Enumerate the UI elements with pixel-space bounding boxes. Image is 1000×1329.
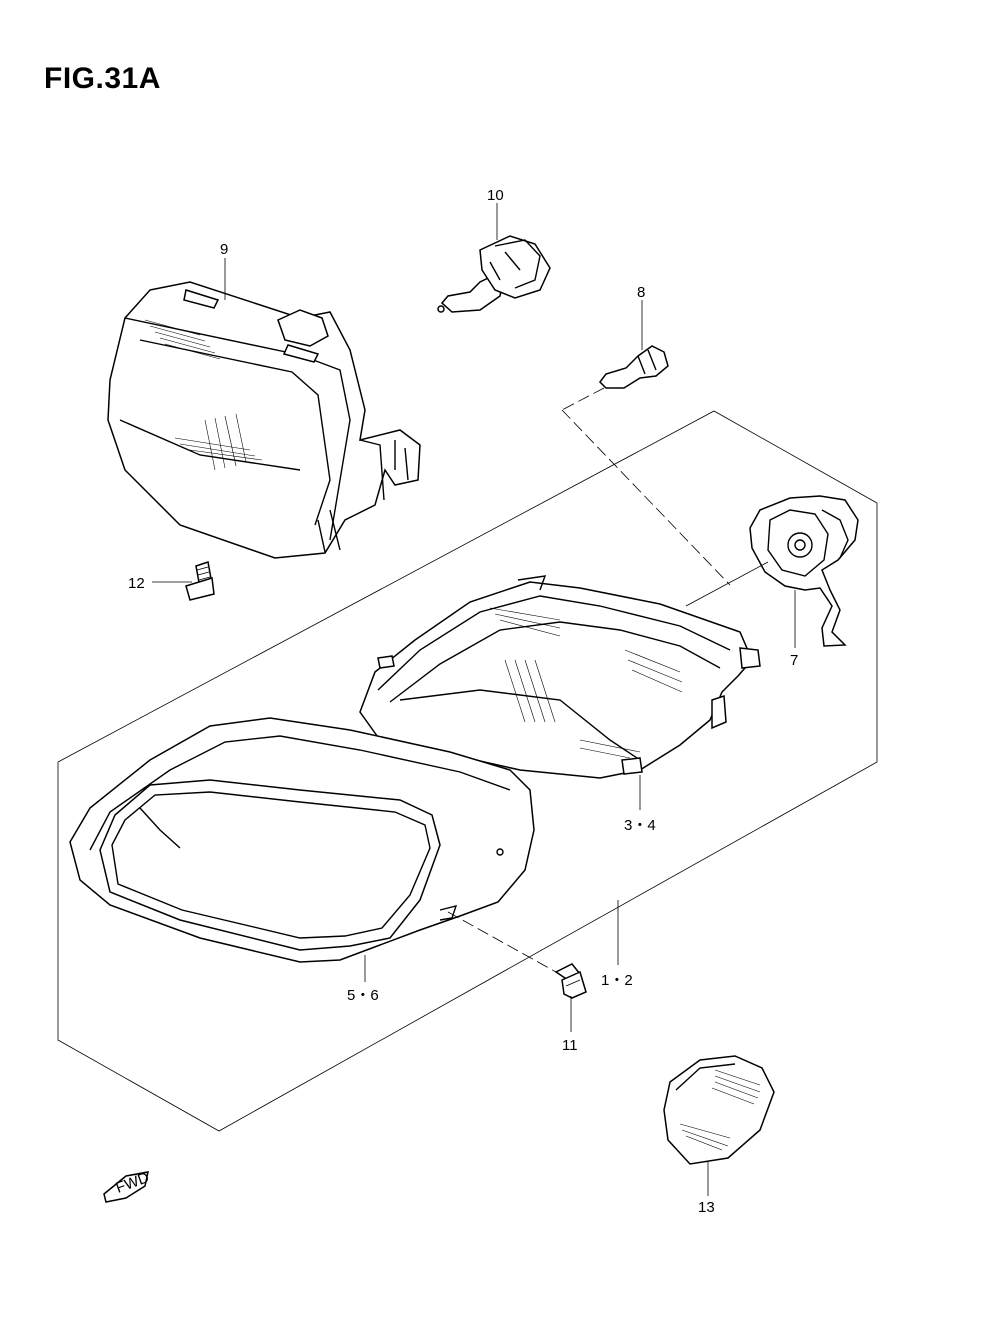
callout-headlight-unit: 9 — [220, 241, 228, 258]
part-reflector[interactable] — [663, 1055, 775, 1165]
part-position-bulb[interactable] — [599, 345, 669, 389]
figure-title: FIG.31A — [44, 62, 161, 95]
leader-lines — [152, 203, 796, 1196]
part-headlight-unit[interactable] — [107, 281, 421, 559]
callout-bulb: 10 — [487, 187, 504, 204]
callout-cover: 5・6 — [347, 987, 379, 1004]
part-bulb-socket[interactable] — [749, 495, 859, 647]
callout-housing: 3・4 — [624, 817, 656, 834]
part-screw-12[interactable] — [185, 561, 215, 601]
callout-socket: 7 — [790, 652, 798, 669]
part-screw-11[interactable] — [554, 963, 587, 999]
part-headlight-bulb[interactable] — [437, 235, 551, 313]
part-headlight-housing[interactable] — [359, 575, 761, 779]
callout-reflector: 13 — [698, 1199, 715, 1216]
callout-screw-11: 11 — [562, 1037, 578, 1054]
callout-position-bulb: 8 — [637, 284, 645, 301]
part-headlight-cover[interactable] — [69, 717, 535, 963]
forward-direction-arrow: FWD — [103, 1169, 152, 1203]
assembly-boundary — [57, 410, 878, 1132]
callout-assembly: 1・2 — [601, 972, 633, 989]
callout-screw-12: 12 — [128, 575, 145, 592]
